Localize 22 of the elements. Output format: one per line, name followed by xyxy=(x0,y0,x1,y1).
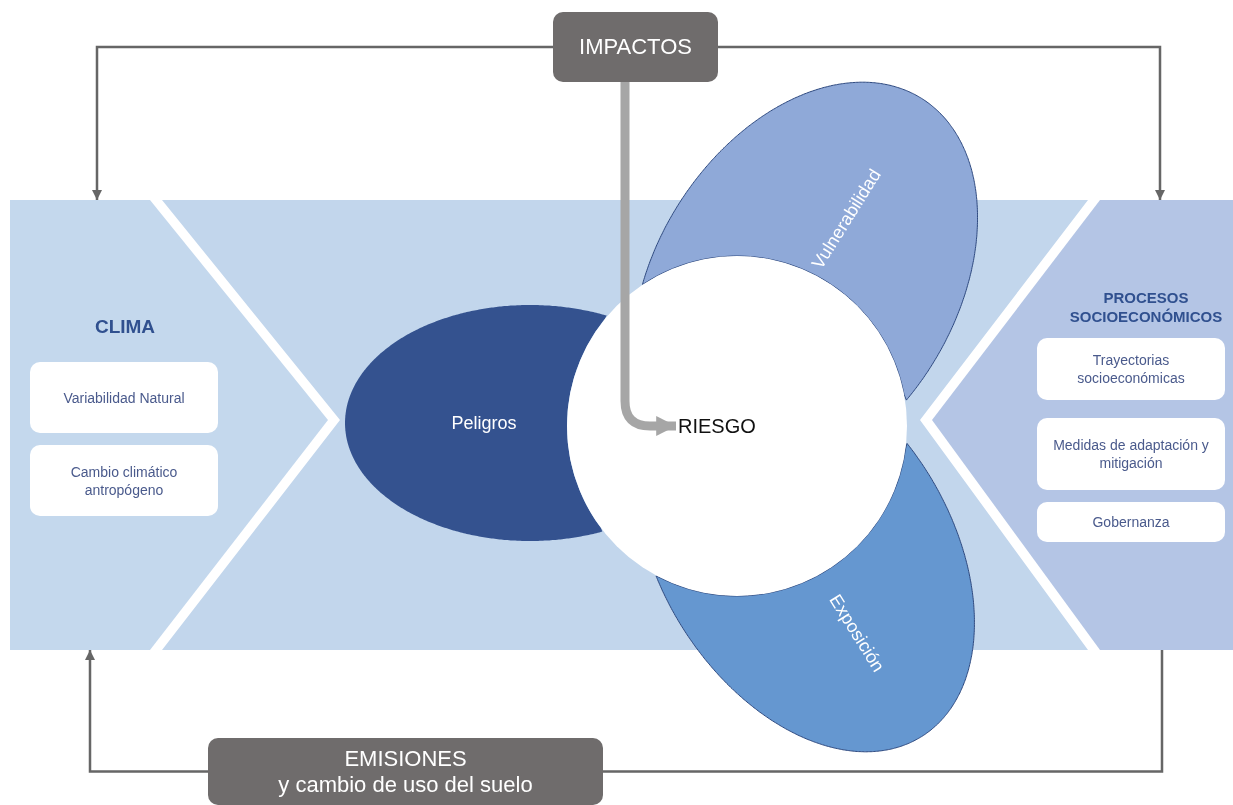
petal-shape xyxy=(655,442,975,753)
label-card xyxy=(208,738,603,805)
factor-card: Trayectorias socioeconómicas xyxy=(1037,338,1225,400)
arrow xyxy=(85,650,208,773)
shape-label: Peligros xyxy=(451,413,517,433)
risk-label: RIESGO xyxy=(678,415,756,437)
arrow xyxy=(718,45,1165,200)
card-heading: EMISIONES xyxy=(344,745,467,772)
panel-heading: CLIMA xyxy=(93,315,157,338)
connector-line xyxy=(603,650,1164,773)
arrow xyxy=(92,45,553,200)
factor-card: Cambio climático antropógeno xyxy=(30,445,218,516)
card-subtitle: y cambio de uso del suelo xyxy=(278,771,533,798)
chevron-panel xyxy=(10,200,330,650)
chevron-panel xyxy=(932,200,1233,650)
panel-heading: PROCESOS SOCIOECONÓMICOS xyxy=(1068,288,1224,326)
factor-card: Variabilidad Natural xyxy=(30,362,218,433)
petal-shape xyxy=(641,81,978,401)
label-card: IMPACTOS xyxy=(553,12,718,82)
factor-card: Medidas de adaptación y mitigación xyxy=(1037,418,1225,490)
arrow xyxy=(620,82,676,436)
factor-card: Gobernanza xyxy=(1037,502,1225,542)
